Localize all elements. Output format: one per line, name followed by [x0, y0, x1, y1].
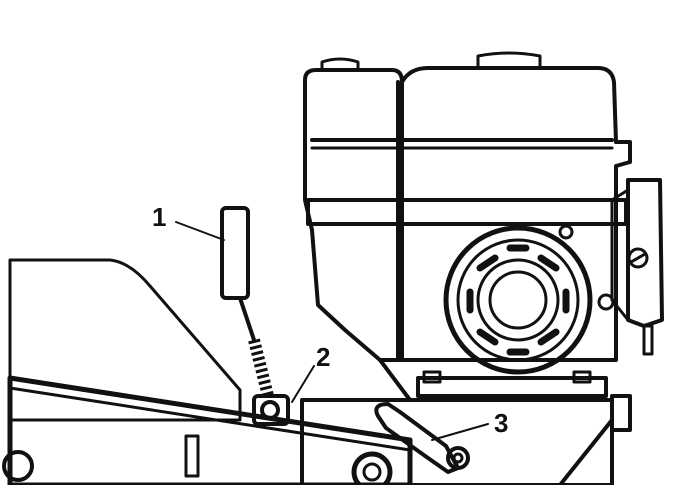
leader-line-1 — [175, 221, 225, 241]
engine — [303, 51, 664, 398]
lever-bracket — [252, 394, 290, 426]
lower-frame — [300, 358, 632, 485]
throttle-lever — [220, 206, 274, 398]
chassis-plate — [2, 258, 413, 485]
leader-line-2 — [291, 365, 315, 403]
callout-3: 3 — [494, 408, 508, 438]
leader-line-3 — [431, 423, 489, 441]
callout-2: 2 — [316, 342, 330, 372]
callout-1: 1 — [152, 202, 166, 232]
lower-lever — [374, 402, 470, 474]
